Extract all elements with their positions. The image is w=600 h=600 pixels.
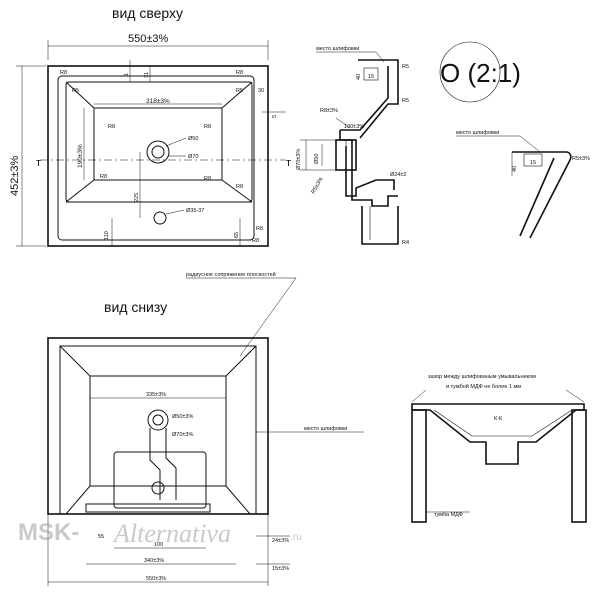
bottom-drain-outer [147, 409, 169, 431]
bottom-drain-inner [152, 414, 164, 426]
r5-label-a: R5 [72, 88, 79, 94]
detail-profile [512, 151, 572, 239]
cabinet-label: тумба МДФ [434, 512, 463, 518]
dim-5: 5 [272, 115, 278, 118]
install-section-label: К-К [494, 416, 503, 422]
detail-circle [439, 41, 501, 103]
r8-label-a: R8 [60, 70, 67, 76]
bottom-grinding-label: место шлифовки [304, 426, 347, 432]
tap-hole [153, 211, 167, 225]
dim-110: 110 [104, 231, 110, 240]
bottom-view-title: вид снизу [104, 299, 167, 315]
r8-label-b: R8 [236, 70, 243, 76]
r8-label-i: R8 [252, 238, 259, 244]
section-d24: Ø24±2 [390, 172, 406, 178]
r8-label-g: R8 [236, 184, 243, 190]
section-mark-b: т [286, 157, 291, 169]
tap-hole-label: Ø35-37 [186, 208, 204, 214]
top-height-dim: 452±3% [9, 155, 21, 196]
watermark-script: Alternativa [112, 519, 231, 548]
bottom-outer [47, 337, 269, 515]
watermark-suffix: .ru [290, 532, 302, 543]
r8-label-e: R8 [100, 174, 107, 180]
section-r8: R8±3% [320, 108, 338, 114]
bottom-dim-335: 335±3% [146, 392, 166, 398]
detail-grinding-label: место шлифовки [456, 130, 499, 136]
drain-outer [146, 140, 170, 164]
section-mark-a: т [36, 157, 41, 169]
dim-225: 225 [134, 193, 140, 202]
dim-30: 30 [258, 88, 264, 94]
bottom-dim-550: 550±3% [146, 576, 166, 582]
section-dim-40: 40 [356, 74, 362, 80]
dim-65: 65 [234, 232, 240, 238]
dim-1: 1 [124, 73, 130, 76]
bottom-dim-24: 24±3% [272, 538, 289, 544]
gap-note-1: зазор между шлифованым умывальником [428, 374, 536, 380]
section-r5-bottom: R5±3% [311, 176, 325, 195]
watermark: MSK- Alternativa .ru [18, 519, 302, 548]
install-view: зазор между шлифованым умывальником и ту… [411, 374, 587, 523]
top-view: вид сверху 550±3% 452±3% 318±3% 190±3% [9, 5, 291, 247]
cabinet-right [571, 409, 587, 523]
r8-label-f: R8 [204, 176, 211, 182]
top-view-title: вид сверху [112, 5, 183, 21]
bottom-d70: Ø70±3% [172, 432, 193, 438]
radius-note: радиусное сопряжение плоскостей [186, 271, 276, 278]
drain-50-label: Ø50 [188, 136, 198, 142]
gap-note-2: и тумбой МДФ не более 1 мм [446, 383, 521, 390]
bottom-dim-340: 340±3% [144, 558, 164, 564]
bottom-dim-15: 15±3% [272, 566, 289, 572]
section-grinding-label: место шлифовки [316, 46, 359, 52]
section-view: место шлифовки 40 15 R5 R5 R8±3% 100±3% … [296, 46, 409, 246]
drain-inner [151, 145, 165, 159]
cabinet-left [411, 409, 427, 523]
basin-outer-rim [47, 65, 269, 247]
inner-width-dim: 318±3% [146, 98, 170, 105]
section-r5-top: R5 [402, 64, 409, 70]
dim-31: 31 [144, 72, 150, 78]
watermark-left: MSK- [18, 519, 79, 546]
drain-70-label: Ø70 [188, 154, 198, 160]
detail-title: О (2:1) [440, 58, 521, 88]
section-rim [358, 59, 399, 139]
section-r5-side: R5 [402, 98, 409, 104]
inner-height-dim: 190±3% [77, 144, 84, 168]
section-width-100: 100±3% [344, 124, 364, 130]
bottom-view: радиусное сопряжение плоскостей вид сниз… [47, 271, 364, 586]
section-dim-15: 15 [368, 74, 374, 80]
bottom-dim-100: 100 [154, 542, 163, 548]
section-d70: Ø70±3% [296, 149, 302, 170]
detail-dim-15: 15 [530, 160, 536, 166]
bottom-dim-55: 55 [98, 534, 104, 540]
r5-label-b: R5 [236, 88, 243, 94]
r8-label-c: R8 [108, 124, 115, 130]
section-d50: Ø50 [314, 154, 320, 164]
bottom-tap-hole [151, 481, 165, 495]
install-basin [411, 403, 585, 465]
top-width-dim: 550±3% [128, 33, 169, 45]
section-r4: R4 [402, 240, 409, 246]
r8-label-h: R8 [256, 226, 263, 232]
r8-label-d: R8 [204, 124, 211, 130]
detail-view: О (2:1) место шлифовки 40 15 R5±3% [439, 41, 590, 239]
detail-r5: R5±3% [572, 156, 590, 162]
detail-dim-40: 40 [512, 166, 518, 172]
bottom-d50: Ø50±3% [172, 414, 193, 420]
